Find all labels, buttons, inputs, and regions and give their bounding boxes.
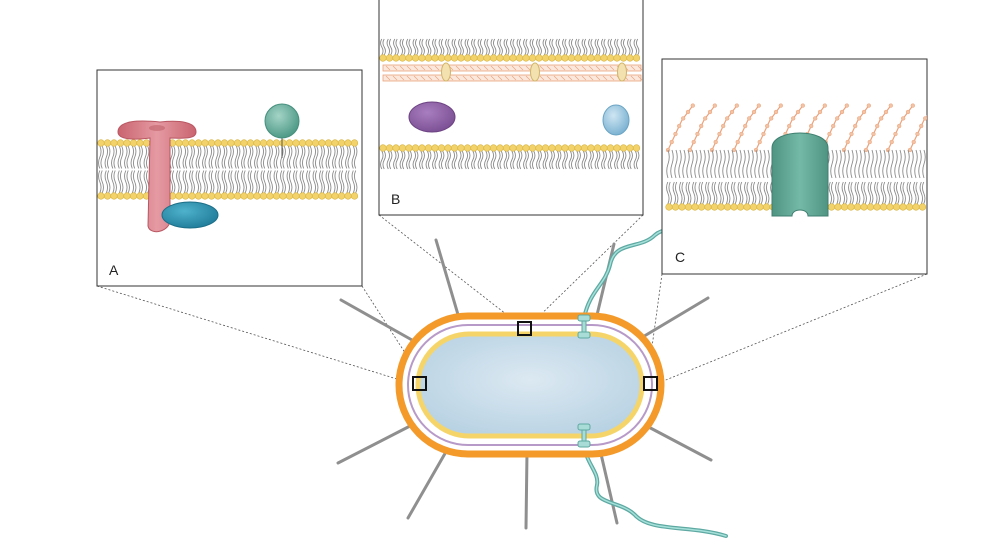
panel-a-lipid-bilayer [97, 139, 359, 200]
pili [336, 238, 713, 530]
marker-c [643, 376, 658, 391]
panel-b: B [378, 0, 644, 216]
panel-a-transmembrane-protein [117, 120, 197, 233]
bacterial-cell [395, 312, 665, 458]
panel-a: A [96, 69, 363, 287]
marker-b [517, 321, 532, 336]
panel-b-peptidoglycan [382, 64, 643, 82]
cytoplasm [415, 331, 645, 439]
panel-c-label: C [675, 249, 685, 265]
marker-a [412, 376, 427, 391]
panel-a-anchored-protein [264, 103, 300, 158]
panel-b-inner-membrane [379, 144, 641, 170]
panel-b-periplasmic-protein-purple [408, 101, 456, 133]
panel-a-label: A [109, 262, 119, 278]
panel-c-porin [771, 132, 829, 217]
panel-b-label: B [391, 191, 400, 207]
flagellar-motor-bottom [577, 423, 591, 448]
flagellar-motor-top [577, 314, 591, 339]
panel-b-lipoproteins [441, 62, 627, 82]
panel-b-outer-membrane [379, 38, 641, 62]
panel-c-lipopolysaccharide [665, 103, 927, 153]
panel-a-peripheral-protein [161, 201, 219, 229]
panel-b-periplasmic-protein-blue [602, 104, 630, 136]
panel-c: C [661, 58, 928, 275]
